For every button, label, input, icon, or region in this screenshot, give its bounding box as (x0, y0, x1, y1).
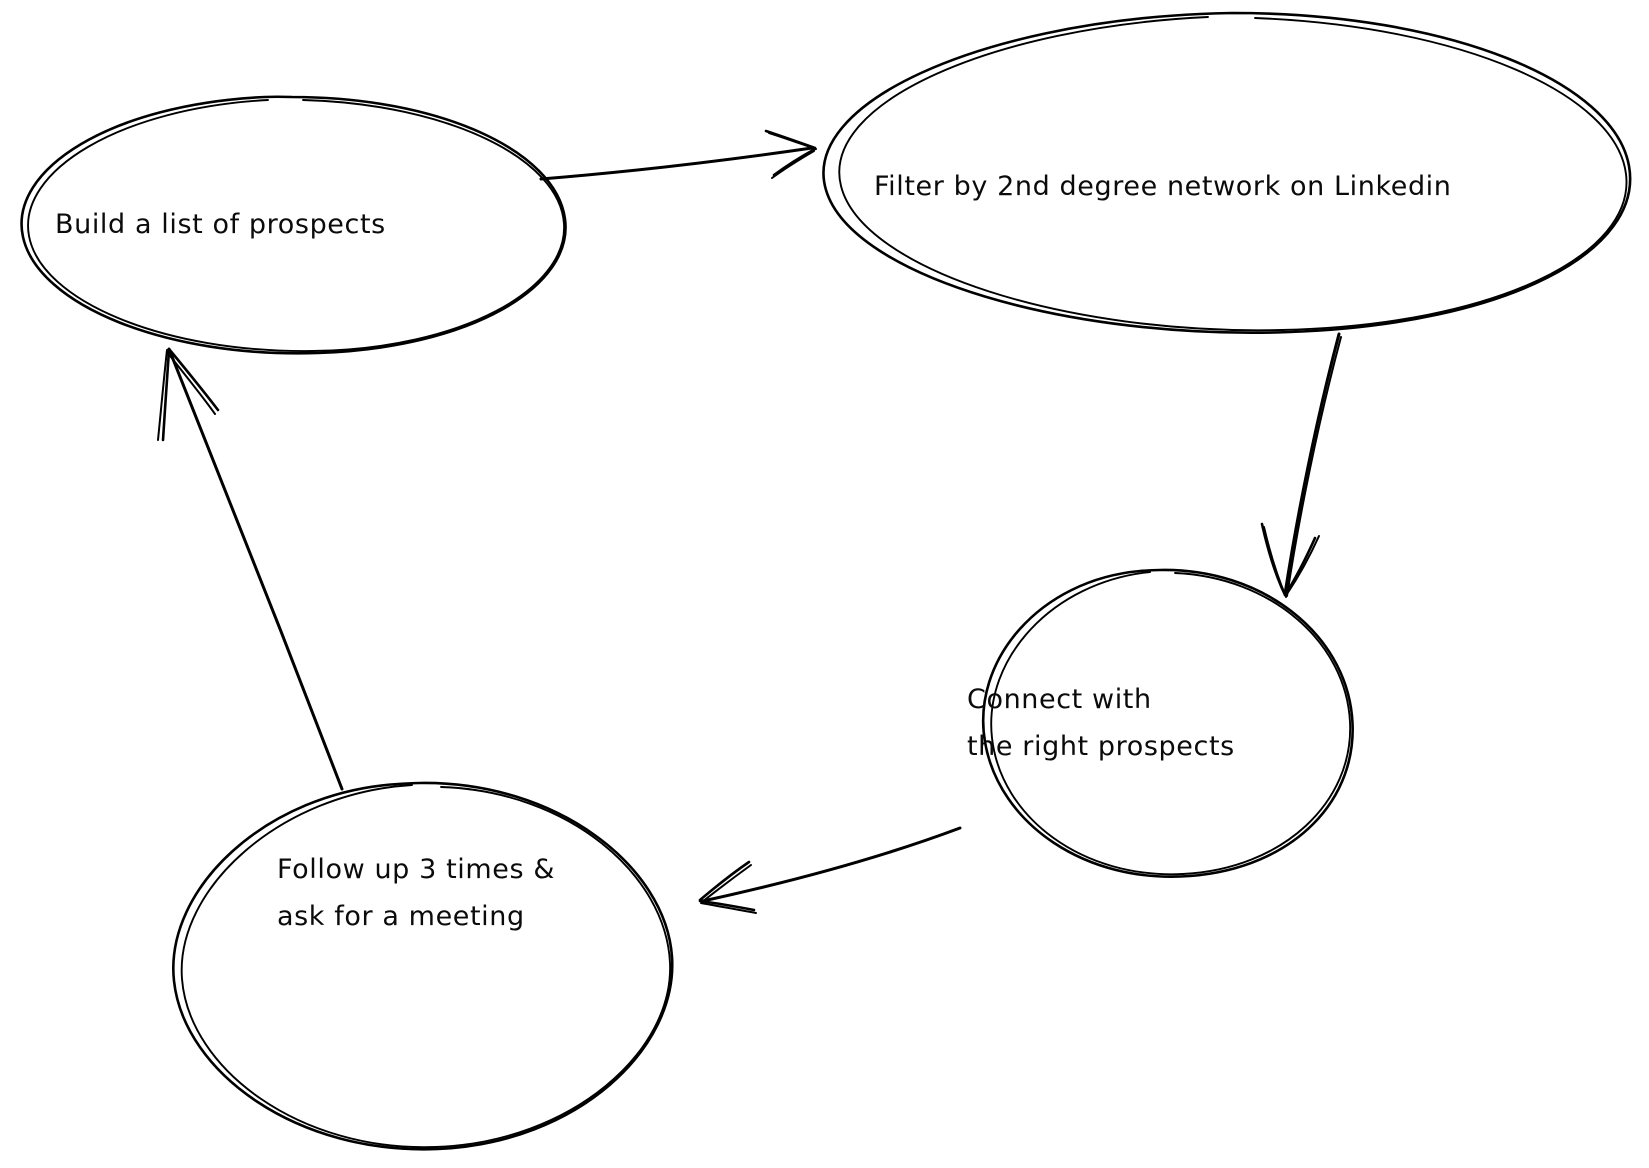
edge-connect-to-followup-arrowhead-upper-2 (701, 864, 752, 903)
edge-build-to-filter-line (539, 146, 814, 181)
node-build-list-line-0: Build a list of prospects (55, 209, 386, 240)
edge-build-to-filter-arrowhead-lower-2 (771, 150, 815, 179)
edge-connect-to-followup-arrowhead-lower-2 (700, 902, 757, 914)
edge-followup-to-build-line (167, 347, 344, 791)
edge-filter-to-connect-arrowhead-right-2 (1286, 535, 1320, 595)
edge-filter-to-connect-arrowhead-left-2 (1263, 526, 1287, 598)
node-build-list-label: Build a list of prospects (55, 209, 450, 240)
edge-connect-to-followup-arrowhead-upper (698, 860, 751, 902)
node-build-list-outline-primary (20, 95, 567, 355)
node-connect-prospects-label: Connect with the right prospects (967, 684, 1299, 762)
edge-build-to-filter[interactable] (539, 129, 817, 181)
edge-followup-to-build-arrowhead-left-2 (157, 349, 168, 441)
node-filter-network-line-0: Filter by 2nd degree network on Linkedin (874, 171, 1452, 202)
node-filter-network-outline-secondary (838, 16, 1628, 332)
edge-followup-to-build-arrowhead-right-2 (166, 351, 216, 415)
edge-filter-to-connect[interactable] (1260, 332, 1342, 598)
node-filter-network-label: Filter by 2nd degree network on Linkedin (874, 171, 1516, 202)
node-build-list[interactable]: Build a list of prospects (20, 95, 567, 355)
node-follow-up-label: Follow up 3 times & ask for a meeting (277, 854, 638, 932)
edge-filter-to-connect-arrowhead-right (1283, 536, 1317, 597)
edge-connect-to-followup-line (701, 826, 962, 903)
node-connect-prospects-outline-secondary (990, 571, 1351, 876)
edge-build-to-filter-arrowhead-lower (772, 147, 817, 177)
edge-followup-to-build-arrowhead-left (161, 348, 171, 442)
edge-connect-to-followup[interactable] (698, 826, 962, 914)
node-follow-up-outline-primary (172, 781, 674, 1151)
edge-build-to-filter-arrowhead-upper-2 (768, 132, 817, 150)
node-follow-up-line-0: Follow up 3 times & (277, 854, 555, 885)
edge-followup-to-build[interactable] (157, 347, 344, 791)
edge-filter-to-connect-line (1283, 332, 1341, 596)
node-connect-prospects-outline-primary (982, 568, 1354, 879)
node-connect-prospects[interactable]: Connect with the right prospects (967, 568, 1354, 879)
node-follow-up-line-1: ask for a meeting (277, 901, 525, 932)
node-follow-up-outline-secondary (180, 784, 671, 1149)
node-build-list-outline-secondary (27, 99, 565, 352)
node-connect-prospects-line-0: Connect with (967, 684, 1152, 715)
node-filter-network[interactable]: Filter by 2nd degree network on Linkedin (822, 11, 1632, 334)
node-connect-prospects-line-1: the right prospects (967, 731, 1235, 762)
edge-connect-to-followup-arrowhead-lower (698, 899, 756, 912)
node-filter-network-outline-primary (822, 11, 1632, 334)
edge-followup-to-build-arrowhead-right (167, 347, 220, 412)
edge-filter-to-connect-line-2 (1286, 336, 1342, 597)
node-follow-up[interactable]: Follow up 3 times & ask for a meeting (172, 781, 674, 1151)
